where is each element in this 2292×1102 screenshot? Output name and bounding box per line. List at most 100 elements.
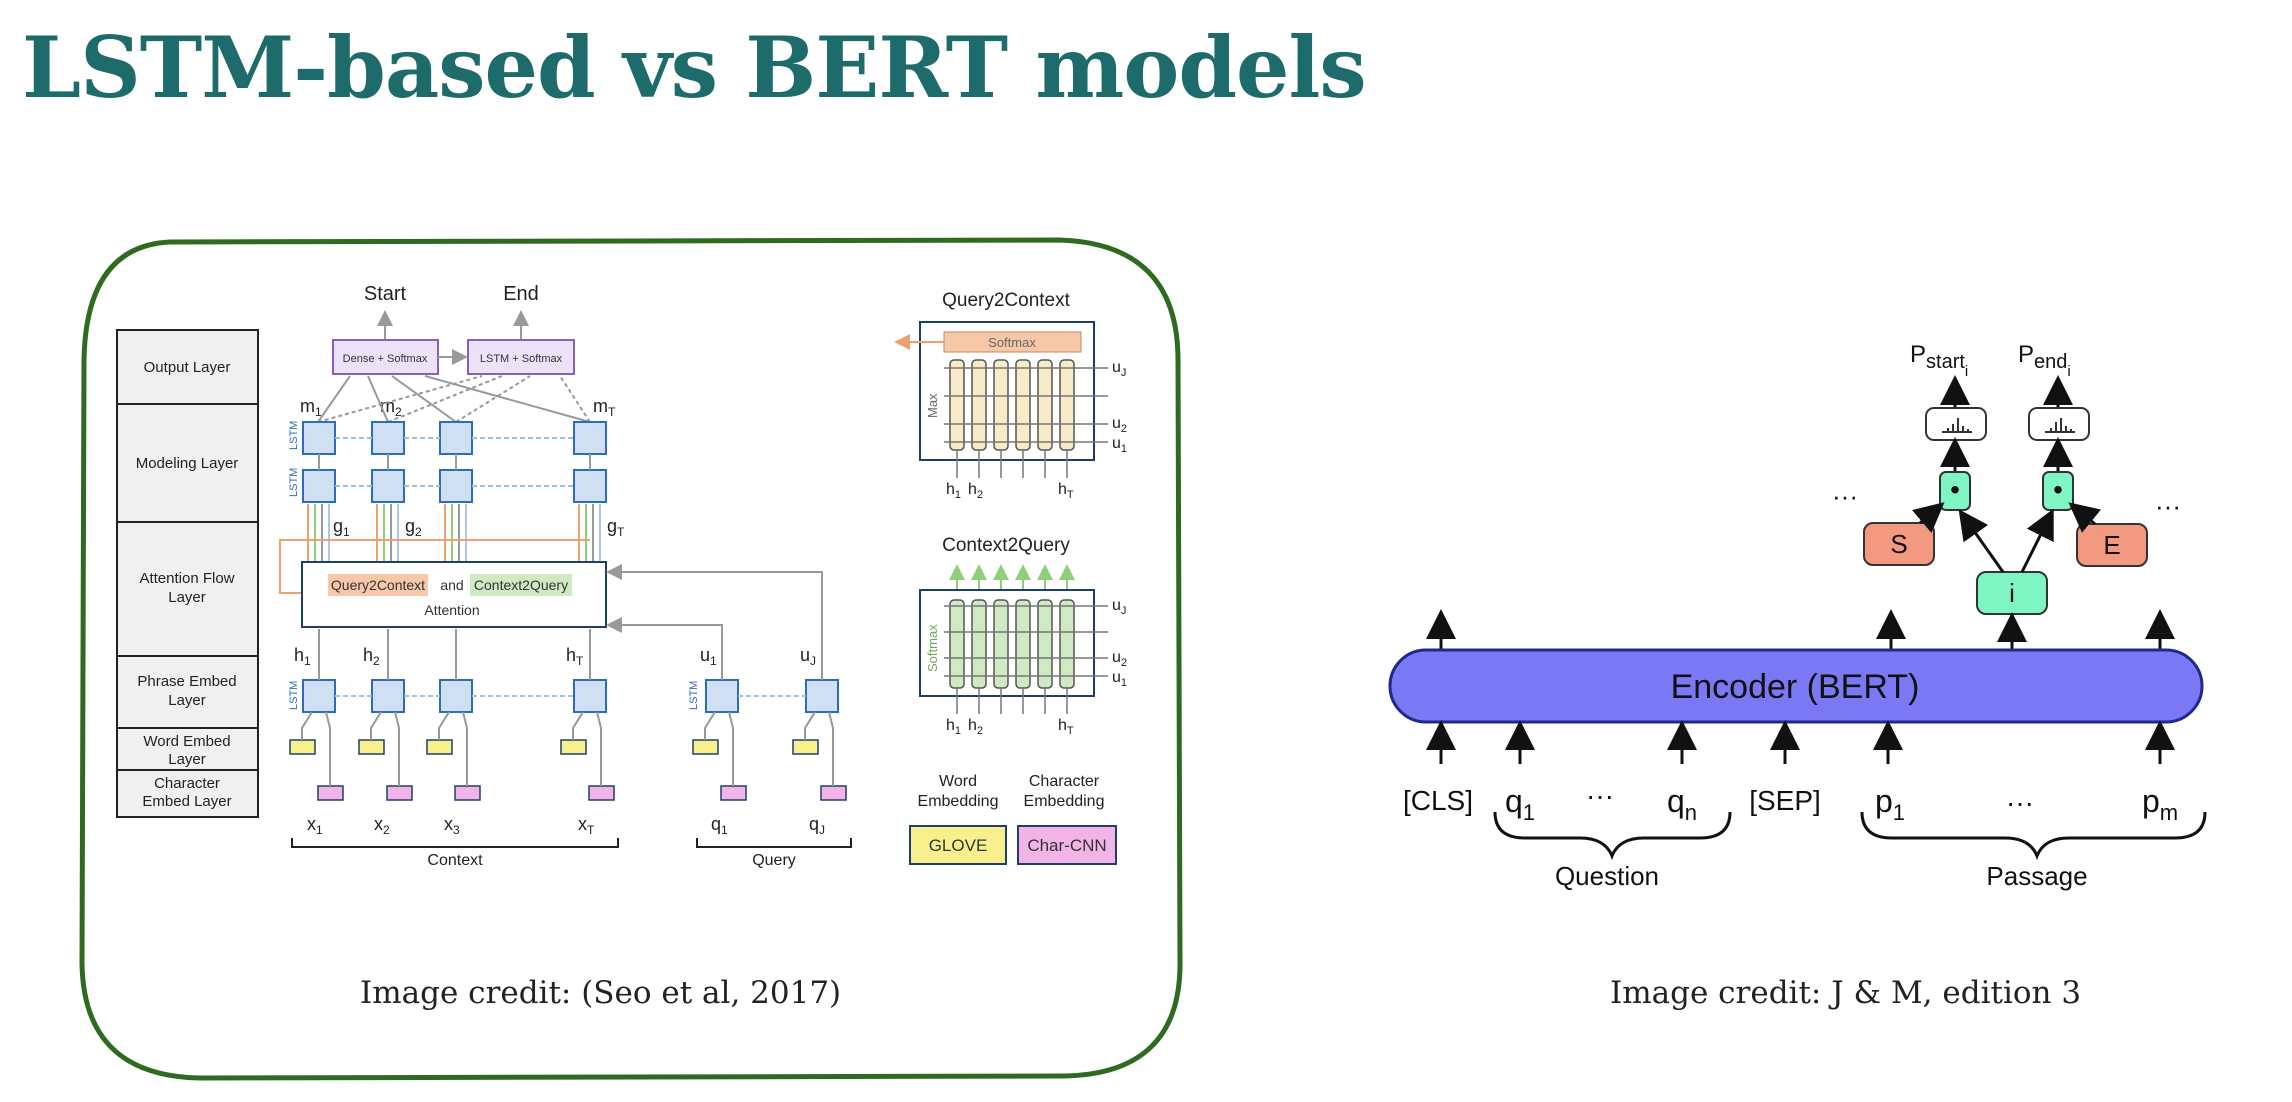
svg-text:m2: m2 bbox=[380, 396, 402, 419]
c2q-chip: Context2Query bbox=[474, 577, 568, 593]
query-label: Query bbox=[752, 852, 796, 869]
dot-start-node bbox=[1939, 471, 1971, 511]
token-i-label: i bbox=[2009, 578, 2015, 608]
embedding-legend: Word Embedding Character Embedding bbox=[918, 773, 1105, 810]
layer-labels: Output Layer Modeling Layer Attention Fl… bbox=[116, 329, 259, 818]
svg-text:q1: q1 bbox=[711, 814, 728, 837]
start-label: Start bbox=[364, 283, 407, 305]
end-vector-label: E bbox=[2103, 530, 2120, 560]
svg-text:u1: u1 bbox=[1112, 435, 1127, 455]
charcnn-box bbox=[1017, 825, 1117, 865]
token-p1: p1 bbox=[1875, 783, 1905, 825]
svg-text:u2: u2 bbox=[1112, 415, 1127, 435]
q2c-softmax-label: Softmax bbox=[988, 335, 1036, 350]
svg-text:hT: hT bbox=[566, 645, 584, 668]
phrase-embed-label-2: Layer bbox=[168, 692, 206, 709]
dot-end-node bbox=[2042, 471, 2074, 511]
token-cls: [CLS] bbox=[1403, 785, 1473, 816]
svg-text:Pstarti: Pstarti bbox=[1910, 341, 1968, 380]
attention-flow-label-2: Layer bbox=[168, 589, 206, 606]
svg-text:Embedding: Embedding bbox=[918, 793, 999, 810]
word-embed-label-2: Layer bbox=[168, 751, 206, 768]
svg-text:g2: g2 bbox=[405, 516, 422, 539]
c2q-title: Context2Query bbox=[942, 535, 1070, 556]
panel-frame bbox=[79, 237, 1183, 1081]
q2c-title: Query2Context bbox=[942, 290, 1071, 311]
dense-softmax-box bbox=[332, 339, 439, 375]
start-vector-label: S bbox=[1890, 529, 1907, 559]
u-labels: u1 uJ bbox=[700, 645, 816, 668]
context-bracket bbox=[291, 838, 619, 848]
svg-text:Pendi: Pendi bbox=[2018, 341, 2071, 380]
softmax-start-box bbox=[1925, 407, 1987, 441]
attention-flow-label: Attention Flow bbox=[139, 570, 234, 587]
question-brace bbox=[1493, 811, 1732, 861]
ellipsis-right: ··· bbox=[2155, 491, 2181, 521]
svg-text:m1: m1 bbox=[300, 396, 322, 419]
char-embeddings bbox=[317, 785, 847, 801]
dense-softmax-label: Dense + Softmax bbox=[343, 353, 428, 365]
modeling-layer-label: Modeling Layer bbox=[136, 455, 239, 472]
svg-text:xT: xT bbox=[578, 814, 595, 837]
right-image-credit: Image credit: J & M, edition 3 bbox=[1610, 975, 2082, 1011]
input-tokens: [CLS] q1 ··· qn [SEP] p1 ··· pm bbox=[1403, 780, 2178, 825]
output-layer-label: Output Layer bbox=[144, 359, 231, 376]
q2c-chip: Query2Context bbox=[331, 577, 425, 593]
token-sep: [SEP] bbox=[1749, 785, 1821, 816]
charcnn-label: Char-CNN bbox=[1027, 836, 1106, 855]
svg-text:u1: u1 bbox=[1112, 669, 1127, 689]
passage-label: Passage bbox=[1986, 861, 2087, 891]
left-image-credit: Image credit: (Seo et al, 2017) bbox=[360, 975, 842, 1011]
x-labels: x1 x2 x3 xT bbox=[307, 814, 595, 837]
token-q1: q1 bbox=[1505, 783, 1535, 825]
svg-text:mT: mT bbox=[593, 396, 616, 419]
dot-start-symbol: • bbox=[1950, 474, 1960, 505]
m-labels: m1 m2 mT bbox=[300, 396, 616, 419]
lstm-tag-context: LSTM bbox=[288, 681, 300, 710]
svg-text:Character: Character bbox=[1029, 773, 1100, 790]
slide-title: LSTM-based vs BERT models bbox=[22, 18, 1367, 117]
end-vector-box bbox=[2076, 523, 2148, 567]
svg-text:hT: hT bbox=[1058, 717, 1074, 737]
bidaf-panel: Output Layer Modeling Layer Attention Fl… bbox=[79, 237, 1183, 1081]
char-embed-label-2: Embed Layer bbox=[142, 793, 231, 810]
and-word: and bbox=[440, 577, 463, 593]
svg-text:Word: Word bbox=[939, 773, 977, 790]
lstm-tag-modeling-2: LSTM bbox=[288, 468, 300, 497]
lstm-softmax-box bbox=[467, 339, 575, 375]
svg-text:x3: x3 bbox=[444, 814, 460, 837]
svg-text:uJ: uJ bbox=[800, 645, 816, 668]
lstm-tag-modeling-1: LSTM bbox=[288, 421, 300, 450]
svg-text:h2: h2 bbox=[968, 717, 983, 737]
svg-text:Embedding: Embedding bbox=[1024, 793, 1105, 810]
lstm-tag-query: LSTM bbox=[688, 681, 700, 710]
phrase-embed-label: Phrase Embed bbox=[137, 673, 236, 690]
svg-text:qJ: qJ bbox=[809, 814, 825, 837]
dot-end-symbol: • bbox=[2053, 474, 2063, 505]
svg-text:gT: gT bbox=[607, 516, 625, 539]
context-label: Context bbox=[427, 852, 483, 869]
svg-text:uJ: uJ bbox=[1112, 359, 1126, 379]
token-pm: pm bbox=[2142, 783, 2178, 825]
word-embeddings bbox=[289, 739, 819, 755]
glove-label: GLOVE bbox=[929, 836, 988, 855]
end-label: End bbox=[503, 283, 539, 305]
char-embed-label: Character bbox=[154, 775, 220, 792]
token-p-ellipsis: ··· bbox=[2006, 787, 2034, 818]
svg-text:g1: g1 bbox=[333, 516, 350, 539]
ellipsis-left: ··· bbox=[1832, 481, 1858, 511]
p-start-label: Pstarti bbox=[1910, 341, 1968, 380]
glove-box bbox=[909, 825, 1007, 865]
svg-text:h1: h1 bbox=[946, 481, 961, 501]
svg-text:h1: h1 bbox=[946, 717, 961, 737]
query-bracket bbox=[696, 838, 852, 848]
question-label: Question bbox=[1555, 861, 1659, 891]
svg-text:uJ: uJ bbox=[1112, 597, 1126, 617]
bert-panel: Pstarti Pendi • • ··· ··· S E i Encoder … bbox=[1388, 341, 2207, 891]
passage-brace bbox=[1860, 811, 2207, 861]
attention-label: Attention bbox=[424, 602, 479, 618]
lstm-softmax-label: LSTM + Softmax bbox=[480, 353, 563, 365]
g-labels: g1 g2 gT bbox=[333, 516, 625, 539]
svg-text:hT: hT bbox=[1058, 481, 1074, 501]
max-label: Max bbox=[925, 393, 940, 418]
